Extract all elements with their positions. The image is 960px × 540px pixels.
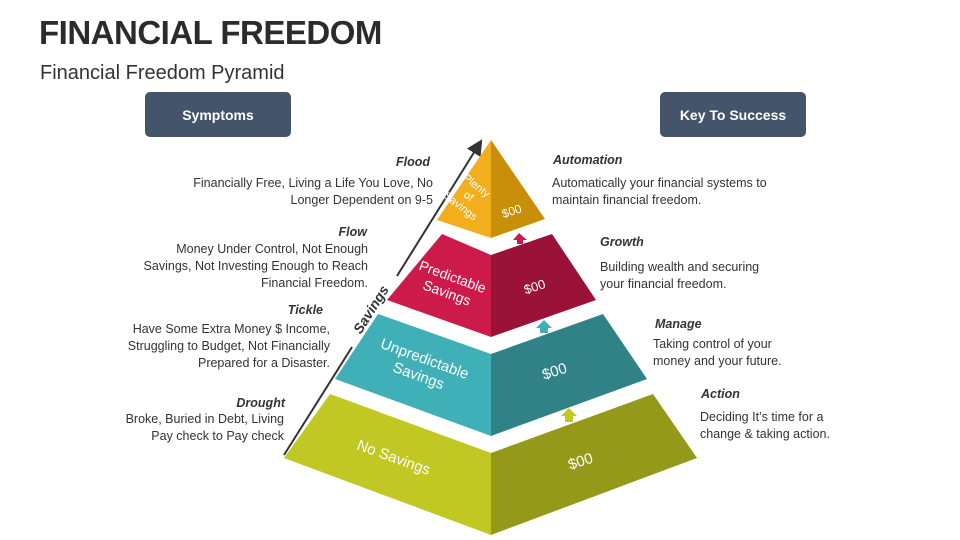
level-unpredictable-right (491, 314, 647, 436)
symptom-text-drought: Broke, Buried in Debt, Living Pay check … (125, 412, 284, 443)
level-plenty-left (437, 140, 491, 238)
page-subtitle: Financial Freedom Pyramid (40, 62, 285, 84)
symptom-title-flow: Flow (338, 225, 367, 239)
key-to-success-header: Key To Success (660, 92, 806, 137)
key-title-action: Action (701, 387, 740, 401)
key-text-growth: Building wealth and securing your financ… (600, 260, 760, 291)
level-plenty-right (491, 140, 545, 238)
symptom-title-tickle: Tickle (287, 303, 323, 317)
up-arrow-icon (513, 233, 527, 244)
key-text-automation: Automatically your financial systems to … (552, 176, 767, 207)
symptom-text-flood: Financially Free, Living a Life You Love… (193, 176, 433, 207)
level-predictable-left (387, 234, 491, 337)
level-unpredictable-left (335, 314, 491, 436)
page-title: FINANCIAL FREEDOM (39, 14, 382, 51)
savings-axis-arrow (396, 139, 483, 277)
symptom-text-flow: Money Under Control, Not Enough Savings,… (143, 242, 368, 290)
symptom-text-tickle: Have Some Extra Money $ Income, Struggli… (127, 322, 330, 370)
level-no-savings-left (284, 394, 491, 535)
up-arrow-icon (561, 408, 577, 422)
symptoms-header: Symptoms (145, 92, 291, 137)
level-3-value: $00 (540, 360, 569, 384)
level-no-savings-right (491, 394, 697, 535)
up-arrow-icon (536, 320, 552, 333)
key-title-growth: Growth (600, 235, 644, 249)
level-2-value: $00 (522, 276, 547, 297)
key-title-automation: Automation (553, 153, 623, 167)
level-1-value: $00 (500, 201, 524, 221)
symptom-title-flood: Flood (395, 155, 430, 169)
key-text-action: Deciding It’s time for a change & taking… (700, 410, 830, 441)
symptom-title-drought: Drought (236, 396, 285, 410)
level-4-value: $00 (566, 450, 595, 474)
level-predictable-right (491, 234, 596, 337)
key-text-manage: Taking control of your money and your fu… (653, 337, 782, 368)
key-title-manage: Manage (655, 317, 702, 331)
savings-axis-line-lower (283, 346, 353, 456)
